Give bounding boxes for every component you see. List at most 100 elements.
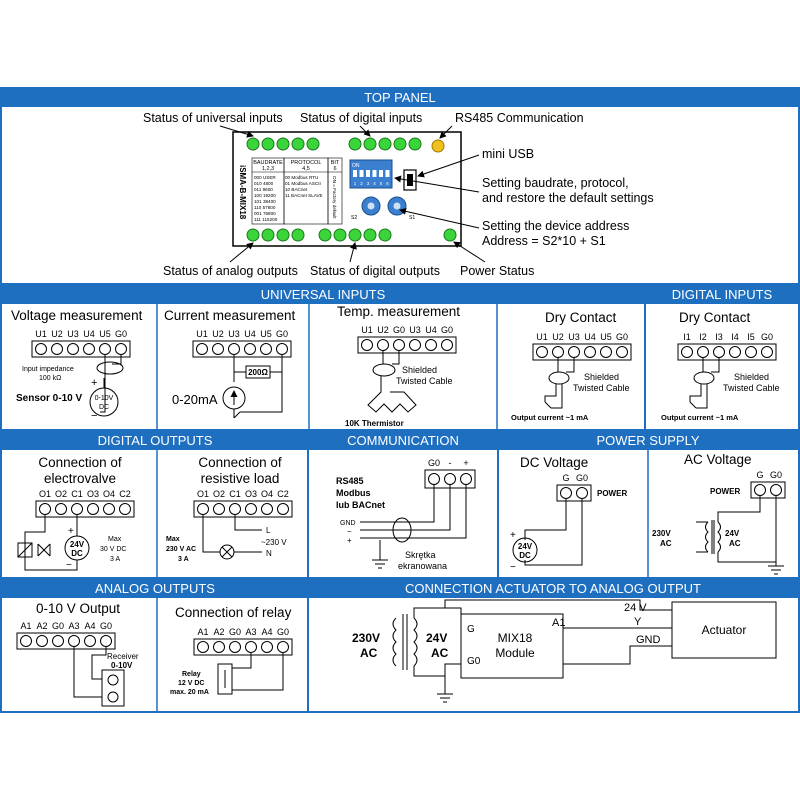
label-analog-outputs: Status of analog outputs [163, 264, 298, 278]
dc-wires [512, 499, 583, 566]
top-panel-header: TOP PANEL [364, 90, 436, 105]
terminal-label: G0 [761, 332, 773, 342]
power-supply-header: POWER SUPPLY [596, 433, 699, 448]
ao-relay-title: Connection of relay [175, 605, 292, 620]
terminal-label: I4 [731, 332, 739, 342]
minus-sign: − [510, 562, 516, 573]
dip-switch[interactable]: ON 1 2 3 4 5 6 [349, 159, 393, 189]
g0-terminal-label: G0 [467, 656, 481, 667]
digital-outputs-header: DIGITAL OUTPUTS [98, 433, 213, 448]
cable-line2: Twisted Cable [396, 376, 453, 386]
terminal-screws [39, 503, 131, 515]
baudrate-row: 010 4800 [254, 181, 274, 186]
terminal-label: G0 [115, 329, 127, 339]
uni-temp-title: Temp. measurement [337, 304, 460, 319]
terminal-label: G0 [393, 325, 405, 335]
dry-wires [544, 358, 575, 409]
max-label: Max [108, 536, 122, 543]
plus-sign: + [510, 530, 516, 541]
cable-line2: ekranowana [398, 561, 447, 571]
terminal-screws [197, 641, 289, 653]
label-address-line1: Setting the device address [482, 219, 629, 233]
terminal-label: U1 [35, 329, 47, 339]
secondary-label: 24V [725, 529, 740, 538]
wire-gnd-label: GND [636, 634, 661, 646]
actuator-label: Actuator [702, 623, 747, 637]
protocol-row: 11 BACnet SLAVE [285, 193, 323, 198]
power-label: POWER [597, 489, 627, 498]
max-label: Max [166, 536, 180, 543]
uni-voltage-panel: Voltage measurement U1 U2 U3 U4 U5 G0 In… [11, 308, 143, 422]
uni-temp-panel: Temp. measurement U1 U2 G0 U3 U4 G0 Shie… [337, 304, 460, 428]
terminal-label: O1 [39, 489, 51, 499]
terminal-label: A1 [20, 621, 31, 631]
ao-voltage-panel: 0-10 V Output A1 A2 G0 A3 A4 G0 Receiver… [16, 601, 139, 707]
digital-output-leds [318, 228, 392, 242]
terminal-label: U4 [83, 329, 95, 339]
relay-line1: Relay [182, 671, 201, 678]
label-mini-usb: mini USB [482, 147, 534, 161]
thermistor-label: 10K Thermistor [345, 419, 404, 428]
uni-current-title: Current measurement [164, 308, 296, 323]
terminal-label: O1 [197, 489, 209, 499]
terminal-label: I5 [747, 332, 755, 342]
analog-outputs-header: ANALOG OUTPUTS [95, 581, 215, 596]
terminal-label: I3 [715, 332, 723, 342]
temp-wires [367, 351, 417, 413]
do-ev-title-2: electrovalve [44, 471, 116, 486]
s2-label: S2 [351, 215, 357, 221]
g-terminal-label: G [467, 624, 475, 635]
comm-wires [360, 485, 467, 569]
power-label: POWER [710, 487, 740, 496]
terminal-screws [20, 635, 112, 647]
output-current-label: Output current ~1 mA [661, 413, 739, 422]
relay-line3: max. 20 mA [170, 689, 209, 696]
minus-label: − [347, 527, 352, 536]
gnd-label: GND [340, 520, 356, 527]
current-source-label: 0-20mA [172, 392, 218, 407]
di-wires [689, 358, 720, 409]
dip-number: 2 [360, 181, 363, 186]
uni-dry-title: Dry Contact [545, 310, 617, 325]
do-rl-title-1: Connection of [198, 455, 282, 470]
header-bars [1, 88, 799, 598]
protocol-row: 10 BACnet [285, 187, 308, 192]
act-primary-label: AC [360, 646, 378, 660]
protocol-line2: Modbus [336, 488, 371, 498]
analog-output-leds [246, 228, 305, 242]
impedance-line2: 100 kΩ [39, 375, 61, 382]
protocol-line3: lub BACnet [336, 500, 385, 510]
terminal-label: G0 [276, 329, 288, 339]
terminal-label: G0 [441, 325, 453, 335]
cable-line1: Shielded [402, 365, 437, 375]
terminal-screws [196, 343, 288, 355]
label-address-line2: Address = S2*10 + S1 [482, 234, 606, 248]
power-ac-panel: AC Voltage G G0 POWER 230V AC 24V AC [652, 452, 786, 575]
ev-wires [17, 515, 90, 571]
terminal-screws [428, 473, 472, 485]
ac-wires [696, 496, 784, 575]
terminal-label: C2 [277, 489, 289, 499]
act-secondary-label: AC [431, 646, 449, 660]
terminal-label: C2 [119, 489, 131, 499]
module-label: Module [495, 646, 535, 660]
actuator-panel: 230V AC 24V AC G G0 MIX18 Module A1 24 V… [352, 599, 777, 703]
receiver-line1: Receiver [107, 652, 139, 661]
terminal-label: - [449, 458, 452, 468]
panel-dividers [156, 304, 649, 712]
terminal-label: C1 [71, 489, 83, 499]
device-body [232, 131, 462, 247]
max-label: 3 A [110, 556, 120, 563]
terminal-label: A3 [245, 627, 256, 637]
voltage-wires [89, 355, 124, 417]
baudrate-row: 111 115200 [254, 217, 278, 222]
source-label: DC [71, 549, 83, 558]
dip-number: 4 [373, 181, 376, 186]
terminal-label: U2 [552, 332, 564, 342]
terminal-label: U4 [584, 332, 596, 342]
max-label: 3 A [178, 556, 189, 563]
terminal-screws [197, 503, 289, 515]
dip-number: 6 [386, 181, 389, 186]
di-dry-title: Dry Contact [679, 310, 751, 325]
power-ac-title: AC Voltage [684, 452, 752, 467]
